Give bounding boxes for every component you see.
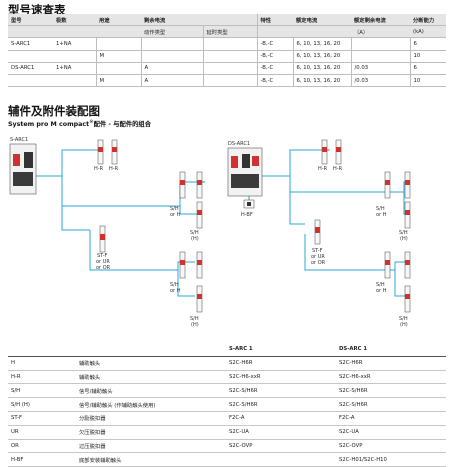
col-delay-type: 延时类型: [202, 25, 257, 39]
svg-text:(H): (H): [400, 236, 408, 242]
svg-text:(H): (H): [400, 322, 408, 328]
svg-text:S/H: S/H: [399, 316, 408, 322]
svg-text:S/H: S/H: [190, 230, 199, 236]
svg-text:or OR: or OR: [96, 265, 111, 271]
svg-text:S/H: S/H: [376, 206, 385, 212]
svg-text:or UR: or UR: [96, 259, 110, 265]
model-quick-table: 型号 极数 用途 剩余电流 特性 额定电流 额定剩余电流 分断能力 动作类型 延…: [8, 14, 446, 88]
col-characteristic: 特性: [256, 14, 293, 27]
table-row: S/H (H) 信号/辅助触头 (作辅助触头使用) S2C-S/H6R S2C-…: [8, 397, 446, 412]
col-rated-current: 额定电流: [293, 14, 351, 27]
svg-text:or H: or H: [170, 212, 181, 218]
svg-text:or H: or H: [376, 212, 387, 218]
hr-contact-right: H-R H-R: [318, 139, 343, 172]
accessory-assembly-diagram: S-ARC1 H-R H-R ST-F or UR or OR S/H or H…: [9, 137, 411, 328]
svg-text:ST-F: ST-F: [312, 248, 323, 254]
svg-text:or OR: or OR: [311, 260, 326, 266]
table-row: M -B,-C 6, 10, 13, 16, 20 10: [8, 50, 446, 63]
table-row: S-ARC1 1+NA -B,-C 6, 10, 13, 16, 20 6: [8, 37, 446, 51]
st-f-left: ST-F or UR or OR: [96, 225, 111, 271]
col-breaking: 分断能力: [410, 14, 446, 27]
hr-contact-left: H-R H-R: [94, 139, 119, 172]
table-row: H-R 辅助触头 S2C-H6-xxR S2C-H6-xxR: [8, 370, 446, 385]
col-operate-type: 动作类型: [141, 25, 203, 39]
sh-contacts-left-upper: S/H or H S/H (H): [170, 171, 203, 242]
table-row: OR 过压脱扣器 S2C-OVP S2C-OVP: [8, 439, 446, 454]
svg-text:or H: or H: [376, 288, 387, 294]
table-header-row: S-ARC 1 DS-ARC 1: [8, 343, 446, 357]
svg-text:S/H: S/H: [376, 282, 385, 288]
col-model: 型号: [8, 14, 53, 27]
col-application: 用途: [96, 14, 141, 27]
col-ds-arc1: DS-ARC 1: [336, 343, 446, 357]
col-poles: 极数: [53, 14, 96, 27]
svg-text:S/H: S/H: [399, 230, 408, 236]
table-row: UR 欠压脱扣器 S2C-UA S2C-UA: [8, 425, 446, 440]
svg-text:(H): (H): [191, 322, 199, 328]
table-subheader-row: 动作类型 延时类型 （A） (kA): [8, 25, 446, 39]
svg-text:H-R: H-R: [318, 166, 328, 172]
ds-arc1-label: DS-ARC1: [228, 141, 250, 147]
table-row: S/H 信号/辅助触头 S2C-S/H6R S2C-S/H6R: [8, 383, 446, 399]
accessory-table: S-ARC 1 DS-ARC 1 H 辅助触头 S2C-H6R S2C-H6R …: [8, 343, 446, 467]
col-rated-residual: 额定剩余电流: [351, 14, 410, 27]
table-row: H-BF 底部安装辅助触头 S2C-H01/S2C-H10: [8, 452, 446, 467]
s-arc1-label: S-ARC1: [10, 137, 28, 143]
col-residual-current: 剩余电流: [141, 14, 257, 27]
breaking-unit: (kA): [410, 25, 446, 39]
accessories-title: 辅件及附件装配图: [8, 104, 100, 118]
table-header-row: 型号 极数 用途 剩余电流 特性 额定电流 额定剩余电流 分断能力: [8, 14, 446, 27]
svg-text:H-R: H-R: [333, 166, 343, 172]
ds-arc1-device: DS-ARC1: [227, 141, 263, 197]
quick-table-title: 型号速查表: [8, 3, 66, 17]
svg-text:H-R: H-R: [109, 166, 119, 172]
sh-contacts-right-upper: S/H or H S/H (H): [376, 171, 411, 242]
svg-text:S/H: S/H: [190, 316, 199, 322]
table-row: DS-ARC1 1+NA A -B,-C 6, 10, 13, 16, 20 /…: [8, 62, 446, 75]
svg-text:S/H: S/H: [170, 206, 179, 212]
rated-residual-unit: （A）: [351, 25, 410, 39]
svg-text:H-BF: H-BF: [241, 212, 253, 218]
table-row: H 辅助触头 S2C-H6R S2C-H6R: [8, 356, 446, 371]
accessories-subtitle: System pro M compact®配件 - 与配件的组合: [8, 119, 152, 128]
svg-text:(H): (H): [191, 236, 199, 242]
st-f-right: ST-F or UR or OR: [311, 219, 326, 266]
rated-residual-label: 额定剩余电流: [354, 17, 386, 24]
svg-text:S/H: S/H: [170, 282, 179, 288]
connection-lines: [36, 149, 410, 297]
s-arc1-device: S-ARC1: [9, 137, 37, 195]
h-bf-contact: H-BF: [241, 199, 255, 218]
table-row: M A -B,-C 6, 10, 13, 16, 20 /0.03 10: [8, 74, 446, 88]
col-s-arc1: S-ARC 1: [226, 343, 336, 357]
sh-contacts-left-lower: S/H or H S/H (H): [170, 251, 203, 328]
svg-text:or UR: or UR: [311, 254, 325, 260]
svg-text:ST-F: ST-F: [97, 253, 108, 259]
table-row: ST-F 分励脱扣器 F2C-A F2C-A: [8, 411, 446, 426]
svg-text:or H: or H: [170, 288, 181, 294]
sh-contacts-right-lower: S/H or H S/H (H): [376, 251, 411, 328]
svg-text:H-R: H-R: [94, 166, 104, 172]
